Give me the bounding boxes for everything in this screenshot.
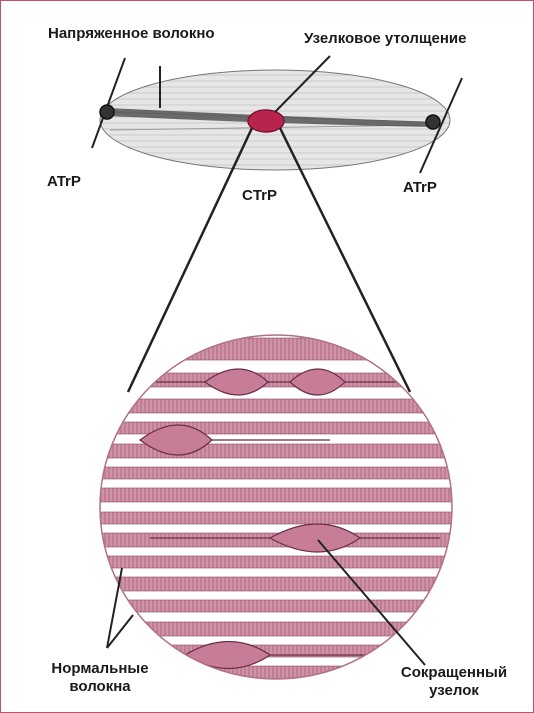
atrp-left-label: ATrP [47,173,81,191]
atrp-right-dot [426,115,440,129]
contracted-knot-label-line1: Сокращенный [384,664,524,682]
normal-fibers-label: Нормальные волокна [30,660,170,696]
ctrp-nodule [248,110,284,132]
tense-band-label: Напряженное волокно [48,25,215,43]
normal-fibers-label-line2: волокна [30,678,170,696]
normal-fibers-pointer-1 [107,568,122,648]
normal-fibers-label-line1: Нормальные [30,660,170,678]
nodule-label: Узелковое утолщение [304,30,467,48]
magnified-fibers [90,330,460,690]
atrp-left-dot [100,105,114,119]
ctrp-label: CTrP [242,187,277,205]
contracted-knot-label: Сокращенный узелок [384,664,524,700]
contracted-knot-label-line2: узелок [384,682,524,700]
atrp-right-label: ATrP [403,179,437,197]
